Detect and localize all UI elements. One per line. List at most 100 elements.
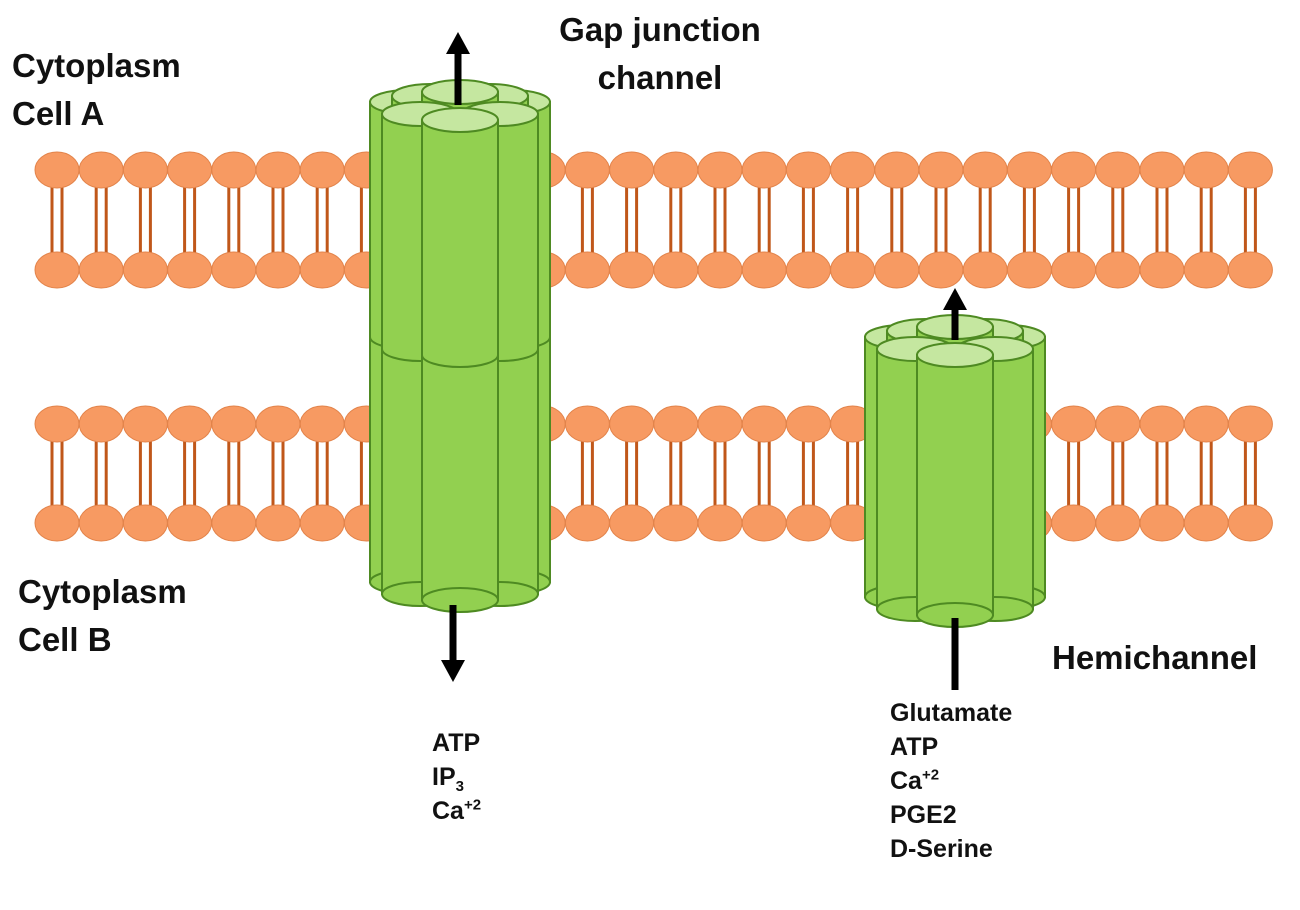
lipid-head <box>741 251 787 289</box>
channel-subunit <box>421 119 499 601</box>
lipid-head <box>785 405 831 443</box>
gap-junction-channel <box>369 79 551 613</box>
lipid-head <box>1227 405 1273 443</box>
channels <box>369 79 1046 628</box>
lipid-head <box>1095 405 1141 443</box>
lipid-head <box>564 504 610 542</box>
lipid-head <box>299 251 345 289</box>
lipid-head <box>122 405 168 443</box>
lipid-head <box>653 151 699 189</box>
lipid-head <box>1139 151 1185 189</box>
lipid-head <box>609 151 655 189</box>
lipid-head <box>122 251 168 289</box>
lipid-head <box>918 151 964 189</box>
membrane-cell-b <box>34 405 1273 542</box>
lipid-head <box>299 504 345 542</box>
lipid-head <box>78 405 124 443</box>
lipid-head <box>299 151 345 189</box>
lipid-head <box>122 151 168 189</box>
lipid-head <box>564 405 610 443</box>
lipid-head <box>1139 405 1185 443</box>
lipid-head <box>830 151 876 189</box>
arrow-down-cell-b <box>441 605 465 682</box>
lipid-head <box>564 251 610 289</box>
lipid-head <box>167 251 213 289</box>
molecule-item: PGE2 <box>890 801 957 829</box>
lipid-head <box>741 504 787 542</box>
lipid-head <box>34 405 80 443</box>
lipid-head <box>1051 405 1097 443</box>
lipid-head <box>122 504 168 542</box>
lipid-head <box>1139 251 1185 289</box>
lipid-head <box>741 151 787 189</box>
lipid-head <box>1006 251 1052 289</box>
lipid-head <box>211 504 257 542</box>
cytoplasm-cell-b-label: Cytoplasm Cell B <box>18 573 187 658</box>
lipid-head <box>564 151 610 189</box>
lipid-head <box>78 151 124 189</box>
lipid-head <box>1183 151 1229 189</box>
lipid-head <box>697 405 743 443</box>
lipid-head <box>211 151 257 189</box>
lipid-head <box>167 405 213 443</box>
membrane-layers <box>34 151 1273 542</box>
channel-subunit-top <box>421 107 499 133</box>
lipid-head <box>785 504 831 542</box>
lipid-head <box>697 251 743 289</box>
lipid-head <box>1183 251 1229 289</box>
channel-subunit <box>916 354 994 616</box>
lipid-head <box>34 251 80 289</box>
arrow-head <box>943 288 967 310</box>
lipid-head <box>962 251 1008 289</box>
hemichannel-label: Hemichannel <box>1052 639 1258 676</box>
lipid-head <box>653 251 699 289</box>
lipid-head <box>785 251 831 289</box>
lipid-head <box>34 151 80 189</box>
lipid-head <box>697 151 743 189</box>
lipid-head <box>78 251 124 289</box>
molecule-item: Ca+2 <box>890 766 940 795</box>
lipid-head <box>255 251 301 289</box>
lipid-head <box>34 504 80 542</box>
lipid-head <box>1227 504 1273 542</box>
lipid-head <box>167 504 213 542</box>
lipid-head <box>609 405 655 443</box>
lipid-head <box>830 251 876 289</box>
lipid-head <box>1227 251 1273 289</box>
lipid-head <box>1006 151 1052 189</box>
arrow-up-hemichannel <box>943 288 967 340</box>
molecule-item: Ca+2 <box>432 796 482 825</box>
channel-subunit-base <box>421 587 499 613</box>
lipid-head <box>1183 405 1229 443</box>
lipid-head <box>211 405 257 443</box>
lipid-head <box>255 504 301 542</box>
lipid-head <box>78 504 124 542</box>
arrow-head <box>441 660 465 682</box>
lipid-head <box>609 504 655 542</box>
lipid-head <box>609 251 655 289</box>
lipid-head <box>167 151 213 189</box>
lipid-head <box>653 405 699 443</box>
lipid-head <box>1095 504 1141 542</box>
lipid-head <box>962 151 1008 189</box>
lipid-head <box>255 151 301 189</box>
membrane-cell-a <box>34 151 1273 289</box>
lipid-head <box>1095 151 1141 189</box>
molecule-item: D-Serine <box>890 835 993 863</box>
lipid-head <box>874 151 920 189</box>
lipid-head <box>1051 504 1097 542</box>
connexon-junction <box>421 354 499 368</box>
lipid-head <box>1051 151 1097 189</box>
gap-junction-channel-label: Gap junction channel <box>559 11 761 96</box>
lipid-head <box>1051 251 1097 289</box>
molecule-item: ATP <box>890 733 939 761</box>
hemichannel <box>864 314 1046 628</box>
arrow-head <box>446 32 470 54</box>
lipid-head <box>255 405 301 443</box>
arrow-up-cell-a <box>446 32 470 105</box>
arrows <box>441 32 967 690</box>
lipid-head <box>918 251 964 289</box>
lipid-head <box>299 405 345 443</box>
